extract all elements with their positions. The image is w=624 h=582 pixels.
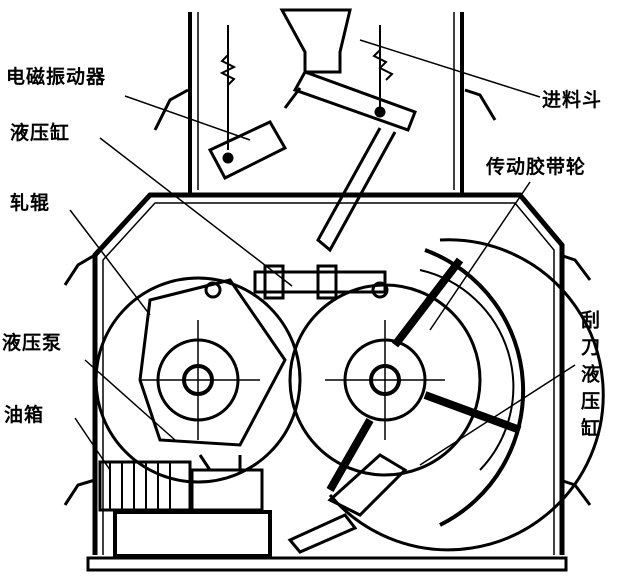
label-scraper-cylinder: 刮刀液压缸 [578, 310, 600, 445]
label-hydraulic-pump: 液压泵 [2, 332, 63, 354]
right-roller [288, 281, 482, 477]
scraper [287, 453, 408, 554]
hopper-housing [188, 12, 464, 195]
label-feed-hopper: 进料斗 [542, 89, 603, 111]
drive-pulley [326, 238, 605, 552]
vibrator [207, 25, 394, 180]
label-drive-pulley: 传动胶带轮 [486, 156, 587, 178]
chute [316, 127, 397, 253]
label-roller: 轧辊 [10, 192, 51, 214]
leader-lines [69, 39, 576, 471]
label-oil-tank: 油箱 [4, 404, 45, 426]
label-vibrator: 电磁振动器 [6, 66, 107, 88]
feed-hopper [279, 8, 417, 132]
oil-tank [113, 510, 272, 558]
hydraulic-cylinder [253, 264, 387, 300]
main-body [86, 192, 568, 572]
left-roller [94, 276, 302, 484]
label-hydraulic-cylinder: 液压缸 [10, 122, 71, 144]
motor [98, 454, 264, 512]
